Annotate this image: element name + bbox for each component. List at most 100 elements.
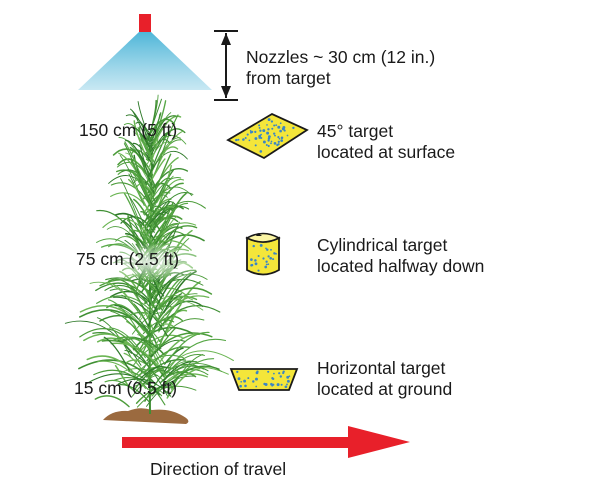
- grass-blade: [166, 331, 210, 363]
- grass-blade: [142, 319, 175, 335]
- spray-droplet: [280, 136, 284, 140]
- spray-droplet: [282, 371, 285, 375]
- grass-blade: [136, 183, 155, 196]
- spray-droplet: [267, 263, 270, 266]
- spray-droplet: [265, 263, 268, 266]
- spray-droplet: [255, 377, 258, 381]
- spray-droplet: [273, 124, 276, 127]
- grass-blade: [104, 284, 148, 304]
- spray-droplet: [277, 125, 281, 129]
- grass-blade: [132, 142, 155, 168]
- target-label-bottom: Horizontal target located at ground: [317, 358, 453, 399]
- grass-blade: [146, 332, 213, 362]
- spray-droplet: [244, 137, 247, 139]
- grass-blade: [158, 215, 178, 242]
- grass-blade: [113, 296, 169, 338]
- spray-droplet: [246, 133, 249, 136]
- grass-blade: [125, 139, 146, 164]
- grass-blade: [168, 338, 227, 370]
- spray-droplet: [254, 262, 258, 266]
- grass-blade: [107, 299, 137, 328]
- target-card-icon: [226, 112, 309, 160]
- grass-blade: [121, 337, 166, 357]
- grass-blade: [157, 304, 221, 331]
- grass-blade: [147, 157, 179, 204]
- spray-droplet: [259, 129, 262, 132]
- spray-droplet: [275, 124, 278, 127]
- spray-droplet: [267, 139, 270, 142]
- spray-droplet: [277, 136, 280, 139]
- grass-blade: [132, 127, 151, 148]
- spray-droplet: [267, 144, 270, 148]
- spray-droplet: [250, 258, 253, 261]
- spray-droplet: [248, 139, 251, 142]
- grass-blade: [148, 150, 188, 176]
- grass-blade: [86, 355, 136, 376]
- grass-plant-icon: [64, 94, 234, 415]
- spray-droplet: [235, 138, 238, 142]
- grass-blade: [84, 373, 160, 396]
- height-label-top: 150 cm (5 ft): [79, 120, 178, 140]
- grass-blade: [158, 287, 213, 310]
- grass-blade: [123, 336, 154, 350]
- spray-droplet: [277, 143, 280, 146]
- grass-blade: [169, 365, 220, 386]
- grass-blade: [110, 310, 152, 355]
- grass-blade: [117, 339, 142, 366]
- grass-blade: [127, 178, 151, 216]
- spray-droplet: [254, 144, 257, 147]
- spray-droplet: [274, 134, 276, 137]
- grass-blade: [146, 366, 180, 378]
- grass-blade: [153, 207, 174, 225]
- grass-blade: [162, 350, 234, 373]
- grass-blade: [121, 294, 142, 316]
- grass-blade: [147, 168, 189, 199]
- spray-droplet: [292, 126, 295, 130]
- spray-droplet: [279, 122, 282, 125]
- grass-blade: [106, 282, 138, 310]
- grass-blade: [145, 207, 157, 227]
- spray-droplet: [259, 243, 263, 247]
- spray-droplet: [280, 383, 283, 386]
- grass-blade: [134, 359, 187, 390]
- grass-blade: [120, 178, 142, 226]
- grass-blade: [132, 326, 193, 351]
- spray-droplet: [273, 372, 275, 375]
- grass-blade: [103, 336, 131, 373]
- grass-blade: [114, 364, 130, 388]
- direction-arrow-icon: [122, 426, 410, 458]
- spray-droplet: [252, 244, 255, 248]
- spray-droplet: [270, 248, 272, 251]
- grass-blade: [149, 158, 166, 183]
- spray-droplet: [239, 384, 242, 388]
- grass-blade: [151, 175, 174, 212]
- spray-droplet: [278, 137, 281, 140]
- cylinder-target-icon: [245, 232, 281, 276]
- spray-droplet: [242, 138, 245, 141]
- spray-droplet: [243, 379, 247, 383]
- height-label-bottom: 15 cm (0.5 ft): [74, 378, 178, 398]
- direction-label: Direction of travel: [150, 459, 287, 479]
- grass-blade: [157, 202, 189, 233]
- soil-mound: [103, 408, 189, 424]
- spray-droplet: [265, 247, 267, 250]
- spray-droplet: [257, 269, 260, 272]
- spray-droplet: [267, 128, 270, 131]
- grass-blade: [154, 177, 172, 190]
- spray-droplet: [286, 375, 290, 379]
- grass-blade: [170, 354, 204, 390]
- spray-droplet: [270, 382, 273, 386]
- spray-droplet: [272, 258, 275, 261]
- grass-blade: [104, 379, 138, 395]
- spray-droplet: [272, 377, 275, 381]
- spray-droplet: [254, 137, 258, 140]
- grass-blade: [130, 160, 152, 207]
- spray-droplet: [262, 129, 266, 133]
- spray-droplet: [249, 129, 252, 132]
- spray-droplet: [265, 144, 268, 146]
- spray-droplet: [254, 259, 257, 262]
- grass-blade: [112, 336, 155, 354]
- spray-droplet: [273, 252, 276, 255]
- spray-droplet: [255, 385, 258, 388]
- spray-droplet: [262, 140, 266, 144]
